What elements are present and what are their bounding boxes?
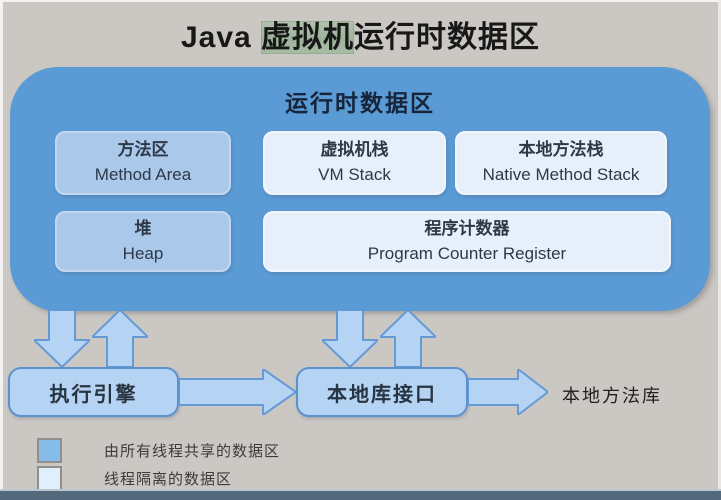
right-arrow-icon bbox=[468, 369, 548, 415]
page-title-highlight: 虚拟机 bbox=[261, 21, 355, 54]
up-arrow-icon bbox=[380, 310, 436, 367]
page-title: Java 虚拟机运行时数据区 bbox=[0, 12, 721, 56]
runtime-data-area-container: 运行时数据区 方法区 Method Area 虚拟机栈 VM Stack 本地方… bbox=[10, 67, 710, 311]
method-area-box: 方法区 Method Area bbox=[55, 131, 231, 195]
down-arrow-icon bbox=[322, 310, 378, 367]
bottom-border-strip bbox=[0, 489, 721, 500]
heap-label-zh: 堆 bbox=[134, 218, 152, 238]
runtime-area-heading: 运行时数据区 bbox=[285, 90, 435, 116]
up-arrow-icon bbox=[92, 310, 148, 367]
pc-register-label-en: Program Counter Register bbox=[367, 243, 567, 263]
heap-label-en: Heap bbox=[122, 243, 164, 263]
shared-swatch-icon bbox=[37, 438, 62, 463]
isolated-swatch-icon bbox=[37, 466, 62, 491]
page-title-suffix: 运行时数据区 bbox=[354, 21, 541, 54]
native-library-interface-box: 本地库接口 bbox=[296, 367, 468, 417]
vm-stack-label-zh: 虚拟机栈 bbox=[320, 140, 389, 160]
vm-stack-box: 虚拟机栈 VM Stack bbox=[263, 131, 446, 195]
down-arrow-icon bbox=[34, 310, 90, 367]
native-library-interface-label: 本地库接口 bbox=[327, 383, 437, 406]
heap-box: 堆 Heap bbox=[55, 211, 231, 272]
vm-stack-label-en: VM Stack bbox=[318, 165, 391, 184]
page-title-prefix: Java bbox=[180, 21, 262, 54]
legend-item-shared: 由所有线程共享的数据区 bbox=[37, 438, 280, 463]
native-method-stack-label-zh: 本地方法栈 bbox=[518, 140, 604, 160]
native-method-stack-box: 本地方法栈 Native Method Stack bbox=[455, 131, 667, 195]
pc-register-label-zh: 程序计数器 bbox=[424, 218, 510, 238]
legend-isolated-label: 线程隔离的数据区 bbox=[104, 471, 233, 488]
pc-register-box: 程序计数器 Program Counter Register bbox=[263, 211, 671, 272]
method-area-label-zh: 方法区 bbox=[117, 140, 169, 160]
native-method-stack-label-en: Native Method Stack bbox=[482, 165, 640, 184]
native-method-library-label: 本地方法库 bbox=[562, 386, 662, 406]
execution-engine-label: 执行引擎 bbox=[49, 383, 138, 406]
execution-engine-box: 执行引擎 bbox=[8, 367, 179, 417]
legend-shared-label: 由所有线程共享的数据区 bbox=[104, 443, 281, 460]
right-arrow-icon bbox=[179, 369, 296, 415]
legend-item-isolated: 线程隔离的数据区 bbox=[37, 466, 232, 491]
method-area-label-en: Method Area bbox=[94, 165, 192, 184]
